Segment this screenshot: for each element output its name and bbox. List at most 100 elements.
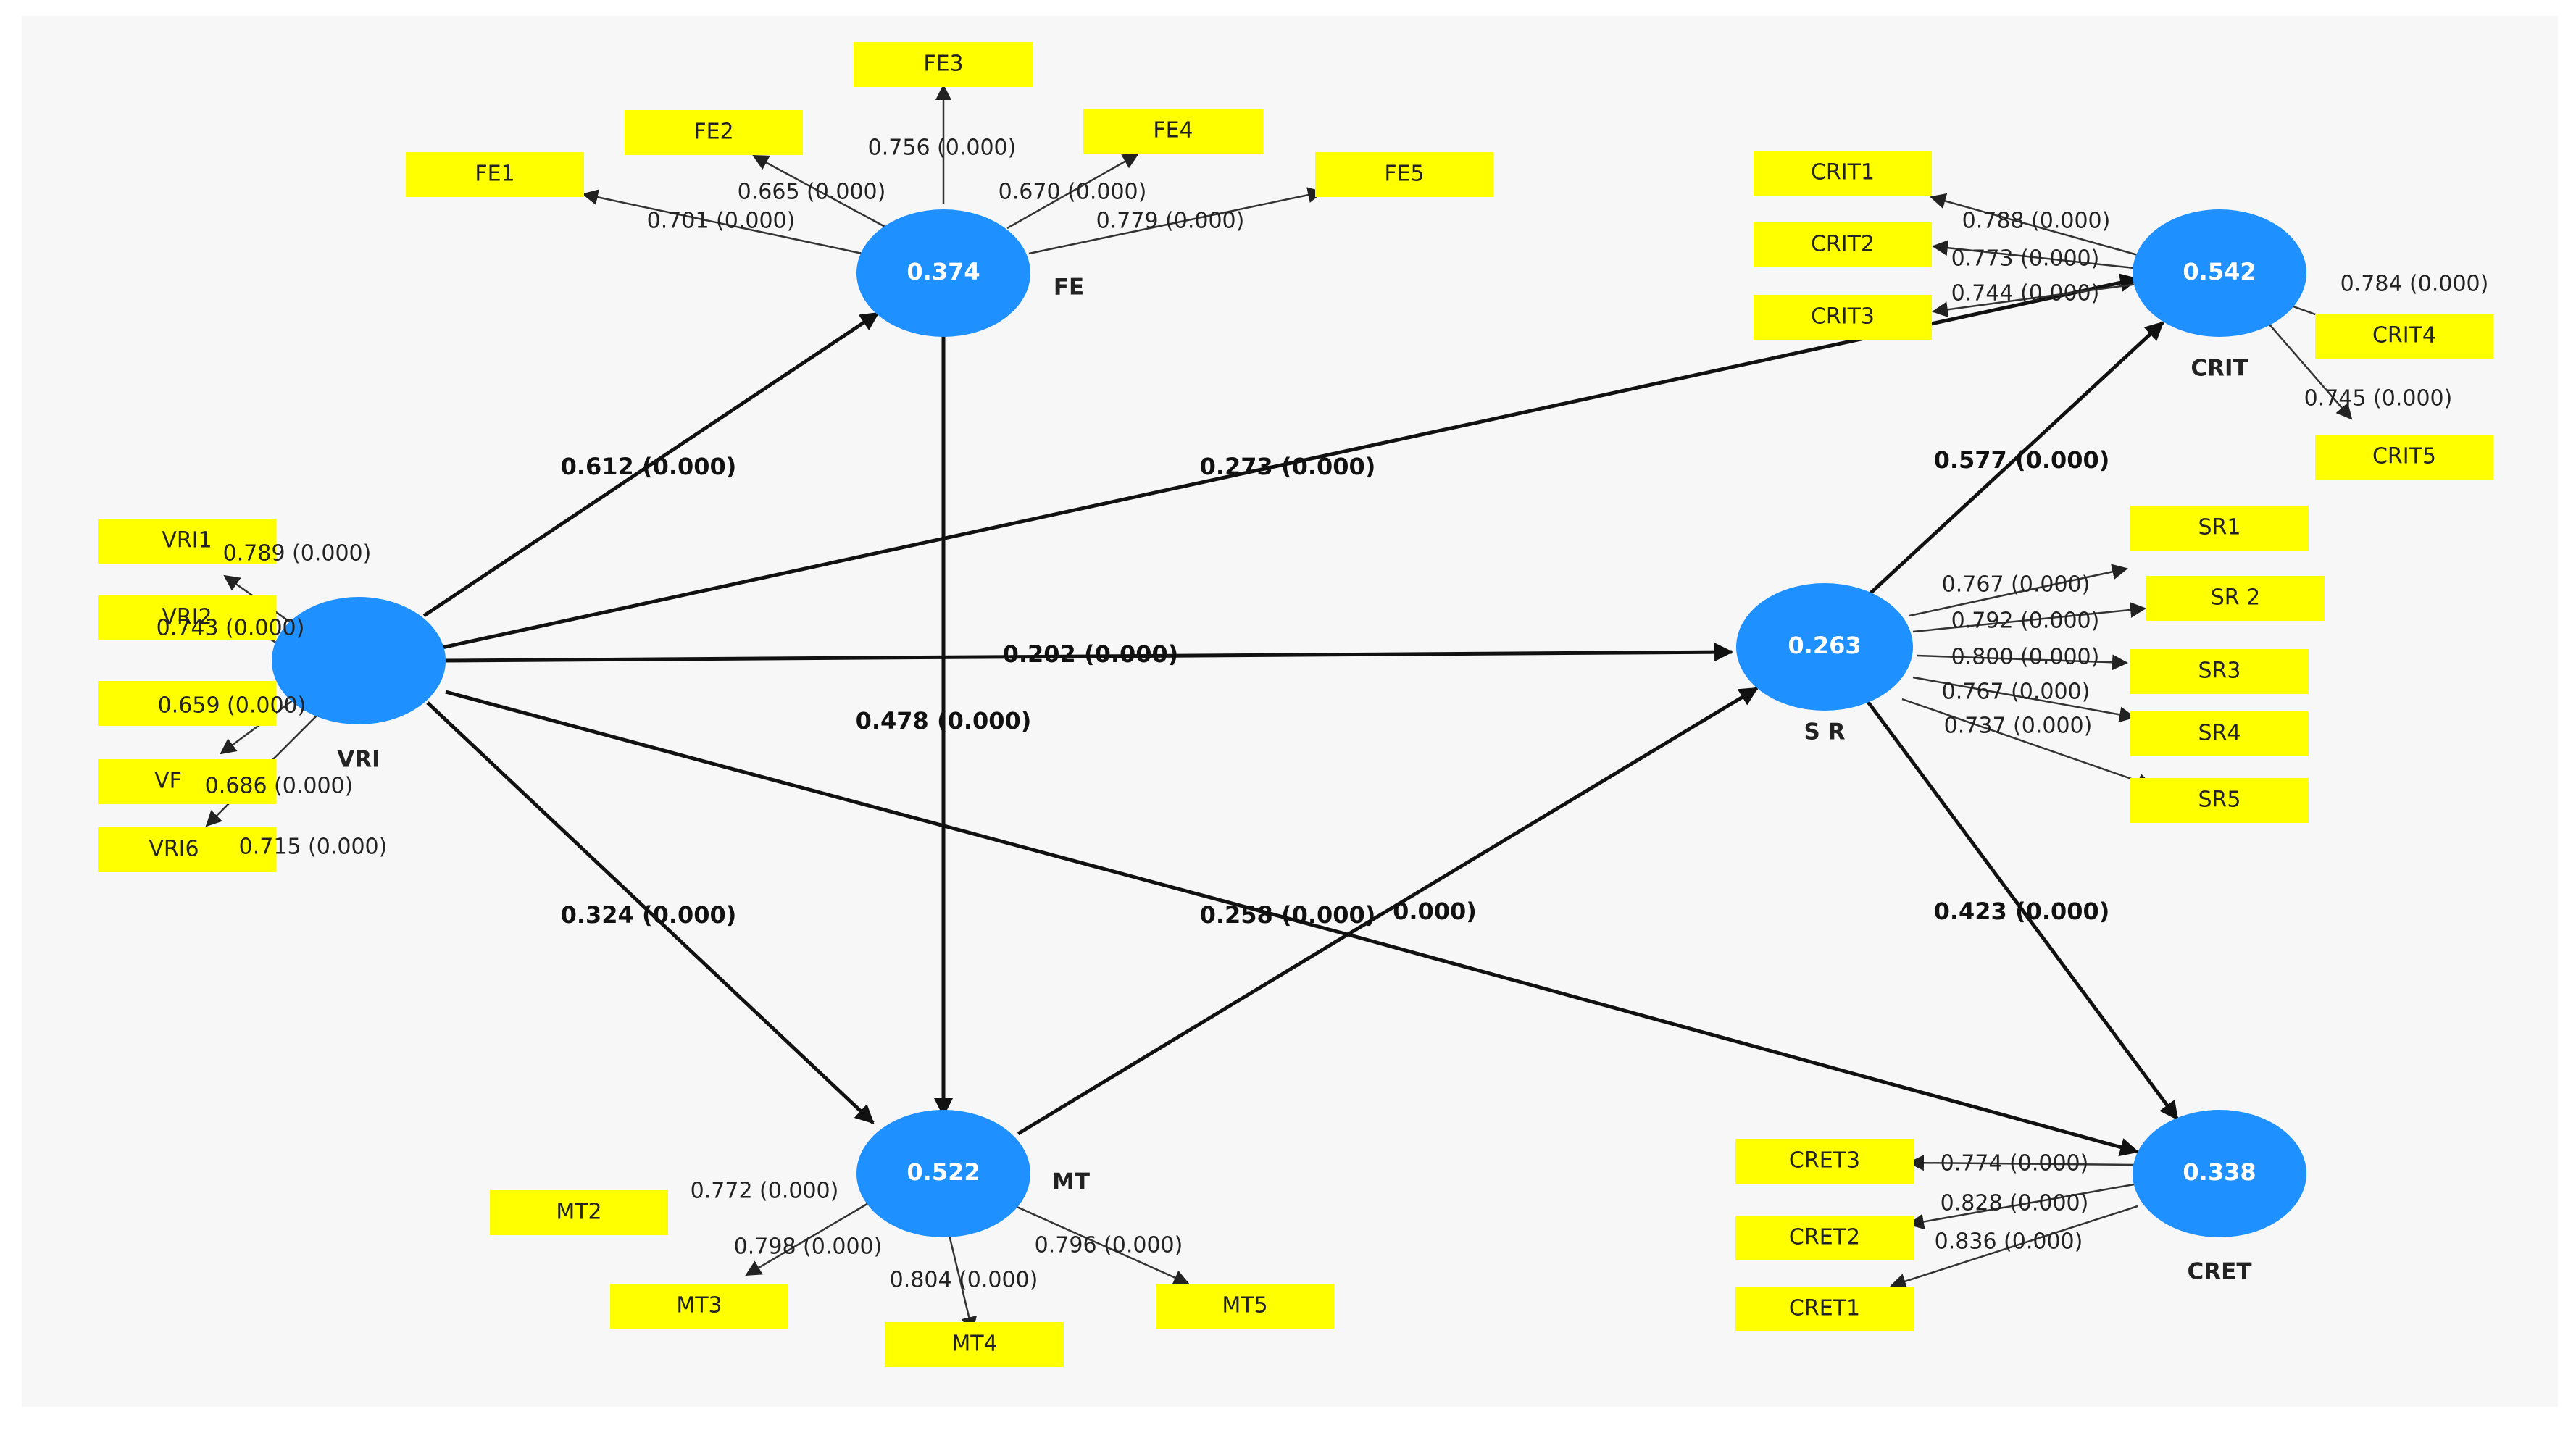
loading-fe1: 0.701 (0.000) <box>647 209 796 234</box>
latent-sr[interactable]: 0.263 S R <box>1736 583 1913 745</box>
indicator-vri6[interactable]: VRI6 <box>98 827 276 872</box>
indicator-cret3[interactable]: CRET3 <box>1735 1139 1914 1184</box>
loading-sr2: 0.792 (0.000) <box>1951 609 2100 634</box>
svg-text:VRI2: VRI2 <box>162 605 212 630</box>
indicator-mt4[interactable]: MT4 <box>885 1322 1064 1367</box>
indicator-sr3[interactable]: SR3 <box>2130 649 2309 694</box>
latent-fe[interactable]: 0.374 FE <box>856 209 1084 337</box>
arrow-cret2 <box>1908 1183 2135 1230</box>
svg-text:MT3: MT3 <box>676 1293 722 1318</box>
indicator-cret2[interactable]: CRET2 <box>1735 1216 1914 1260</box>
path-coefficient-labels: 0.612 (0.000) 0.273 (0.000) 0.202 (0.000… <box>561 446 2110 929</box>
loading-vri4: 0.686 (0.000) <box>205 774 354 799</box>
path-label-vri-sr: 0.202 (0.000) <box>1003 640 1179 668</box>
indicator-sr5[interactable]: SR5 <box>2130 778 2309 823</box>
arrow-sr2 <box>1912 602 2146 633</box>
loading-sr3: 0.800 (0.000) <box>1951 645 2100 670</box>
indicator-crit5[interactable]: CRIT5 <box>2315 435 2493 480</box>
latent-mt-name: MT <box>1052 1169 1090 1195</box>
latent-crit[interactable]: 0.542 CRIT <box>2133 209 2306 382</box>
indicator-mt5[interactable]: MT5 <box>1156 1284 1334 1329</box>
arrow-mt5 <box>1006 1201 1190 1285</box>
svg-text:0.263: 0.263 <box>1788 632 1861 659</box>
indicator-fe4[interactable]: FE4 <box>1083 109 1263 154</box>
loading-vri6: 0.715 (0.000) <box>239 835 388 860</box>
loading-cret1: 0.836 (0.000) <box>1935 1229 2083 1255</box>
svg-text:FE1: FE1 <box>475 162 514 187</box>
arrow-fe2 <box>752 154 888 230</box>
indicator-fe1[interactable]: FE1 <box>406 152 584 197</box>
indicator-crit3[interactable]: CRIT3 <box>1754 295 1932 340</box>
indicator-sr1[interactable]: SR1 <box>2130 506 2309 551</box>
indicator-crit2[interactable]: CRIT2 <box>1754 222 1932 267</box>
path-label-vri-cret: 0.258 (0.000) <box>1200 901 1376 929</box>
latent-cret[interactable]: 0.338 CRET <box>2133 1110 2306 1285</box>
indicator-fe5[interactable]: FE5 <box>1315 152 1493 197</box>
path-sr-cret <box>1864 698 2180 1121</box>
svg-text:FE3: FE3 <box>923 51 963 77</box>
svg-text:0.374: 0.374 <box>906 258 980 285</box>
svg-text:SR1: SR1 <box>2198 515 2241 540</box>
indicator-sr4[interactable]: SR4 <box>2130 711 2309 756</box>
loading-sr1: 0.767 (0.000) <box>1942 572 2091 598</box>
path-label-vri-fe: 0.612 (0.000) <box>561 453 737 480</box>
latent-mt[interactable]: 0.522 MT <box>856 1110 1090 1237</box>
arrow-crit5 <box>2264 318 2353 420</box>
loading-cret2: 0.828 (0.000) <box>1941 1191 2089 1216</box>
loading-crit3: 0.744 (0.000) <box>1951 281 2100 306</box>
loading-labels: 0.701 (0.000) 0.665 (0.000) 0.756 (0.000… <box>157 135 2489 1293</box>
arrow-sr1 <box>1909 564 2128 617</box>
arrow-mt3 <box>745 1201 870 1276</box>
arrow-crit2 <box>1932 240 2135 269</box>
structural-paths <box>422 273 2180 1157</box>
arrow-mt4 <box>948 1234 978 1333</box>
indicator-vri1[interactable]: VRI1 <box>98 519 276 564</box>
svg-text:VF: VF <box>154 769 182 794</box>
indicator-fe2[interactable]: FE2 <box>625 110 803 155</box>
latent-constructs: VRI VRI2 0.743 (0.000) 0.659 (0.000) 0.3… <box>98 209 2306 1285</box>
svg-text:SR4: SR4 <box>2198 721 2241 746</box>
svg-text:MT5: MT5 <box>1222 1293 1267 1318</box>
svg-text:0.522: 0.522 <box>906 1158 980 1186</box>
svg-text:FE2: FE2 <box>693 120 733 145</box>
svg-text:CRIT1: CRIT1 <box>1811 160 1875 185</box>
svg-text:CRET1: CRET1 <box>1789 1296 1860 1321</box>
indicator-sr2[interactable]: SR 2 <box>2146 576 2325 621</box>
indicator-fe3[interactable]: FE3 <box>854 42 1033 87</box>
loading-crit1: 0.788 (0.000) <box>1962 209 2111 234</box>
indicator-mt3[interactable]: MT3 <box>610 1284 788 1329</box>
latent-cret-name: CRET <box>2188 1259 2252 1285</box>
path-label-mt-sr: 0.000) <box>1393 898 1477 925</box>
path-label-sr-cret: 0.423 (0.000) <box>1934 898 2110 925</box>
svg-text:SR3: SR3 <box>2198 658 2241 684</box>
indicator-vri4[interactable]: VF <box>98 759 276 804</box>
indicator-crit4[interactable]: CRIT4 <box>2315 314 2493 359</box>
path-vri-mt <box>426 701 875 1124</box>
path-sr-crit <box>1868 321 2164 595</box>
arrow-crit3 <box>1932 283 2138 318</box>
loading-sr5: 0.737 (0.000) <box>1944 714 2093 739</box>
path-vri-crit <box>438 273 2139 651</box>
latent-sr-name: S R <box>1804 719 1846 745</box>
svg-text:0.659 (0.000): 0.659 (0.000) <box>158 693 307 719</box>
loading-sr4: 0.767 (0.000) <box>1942 680 2091 705</box>
loading-mt4: 0.804 (0.000) <box>890 1268 1038 1293</box>
loading-cret3: 0.774 (0.000) <box>1941 1151 2089 1176</box>
svg-text:VRI6: VRI6 <box>149 837 199 862</box>
svg-text:0.338: 0.338 <box>2183 1158 2256 1186</box>
svg-text:CRET2: CRET2 <box>1789 1225 1860 1250</box>
arrow-sr3 <box>1916 654 2128 671</box>
indicator-mt2[interactable]: MT2 <box>490 1190 668 1235</box>
path-label-fe-mt: 0.478 (0.000) <box>856 707 1032 735</box>
indicator-cret1[interactable]: CRET1 <box>1735 1287 1914 1331</box>
latent-crit-name: CRIT <box>2191 356 2248 382</box>
loading-fe3: 0.756 (0.000) <box>868 135 1017 161</box>
latent-vri[interactable]: VRI <box>272 597 446 773</box>
loading-mt5: 0.796 (0.000) <box>1035 1233 1183 1258</box>
indicator-crit1[interactable]: CRIT1 <box>1754 151 1932 196</box>
path-label-vri-mt: 0.324 (0.000) <box>561 901 737 929</box>
measurement-arrows <box>205 84 2353 1333</box>
loading-mt3: 0.798 (0.000) <box>734 1234 883 1260</box>
svg-text:CRIT5: CRIT5 <box>2372 444 2436 469</box>
